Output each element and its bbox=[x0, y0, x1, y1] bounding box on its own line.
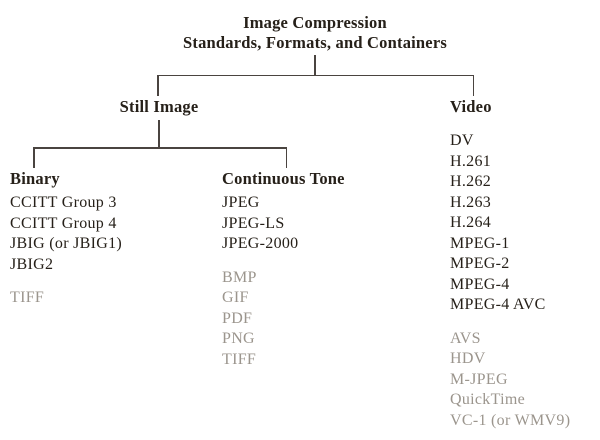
column-header-binary: Binary bbox=[10, 169, 60, 188]
continuous-tone-primary-group: JPEG JPEG-LS JPEG-2000 bbox=[222, 193, 298, 255]
list-item: JPEG-LS bbox=[222, 214, 285, 232]
list-item: QuickTime bbox=[450, 391, 526, 408]
diagram-title-line1: Image Compression bbox=[243, 13, 387, 32]
connector-still-drop-left bbox=[33, 147, 35, 168]
connector-root-drop-left bbox=[157, 74, 159, 96]
list-item: VC-1 (or WMV9) bbox=[450, 411, 571, 429]
list-item: BMP bbox=[222, 268, 257, 286]
continuous-tone-secondary-group: BMP GIF PDF PNG TIFF bbox=[222, 268, 298, 371]
list-item: TIFF bbox=[222, 350, 257, 368]
list-item: GIF bbox=[222, 289, 249, 306]
list-item: PNG bbox=[222, 330, 255, 347]
list-item: JBIG2 bbox=[10, 255, 54, 273]
list-item: M-JPEG bbox=[450, 370, 508, 388]
connector-root-stem bbox=[314, 55, 316, 75]
list-item: H.263 bbox=[450, 193, 492, 211]
binary-primary-group: CCITT Group 3 CCITT Group 4 JBIG (or JBIG1… bbox=[10, 193, 122, 275]
branch-label-video: Video bbox=[450, 97, 492, 116]
list-item: CCITT Group 4 bbox=[10, 214, 117, 232]
list-item: MPEG-1 bbox=[450, 234, 510, 252]
branch-label-still-image: Still Image bbox=[119, 97, 199, 116]
list-item: H.264 bbox=[450, 214, 492, 231]
list-item: TIFF bbox=[10, 289, 45, 306]
connector-still-drop-right bbox=[285, 147, 287, 168]
column-header-continuous-tone: Continuous Tone bbox=[222, 169, 345, 188]
list-item: MPEG-2 bbox=[450, 255, 510, 272]
list-item: DV bbox=[450, 132, 474, 149]
diagram-title-line2: Standards, Formats, and Containers bbox=[183, 32, 447, 52]
list-item: PDF bbox=[222, 309, 253, 327]
connector-still-stem bbox=[158, 120, 160, 148]
list-item: JBIG (or JBIG1) bbox=[10, 235, 123, 252]
list-item: MPEG-4 bbox=[450, 275, 510, 293]
list-item: JPEG bbox=[222, 194, 260, 211]
connector-root-drop-right bbox=[472, 74, 474, 96]
list-item: MPEG-4 AVC bbox=[450, 296, 546, 313]
list-item: HDV bbox=[450, 350, 486, 367]
diagram-title: Image Compression Standards, Formats, an… bbox=[183, 13, 447, 52]
continuous-tone-list: JPEG JPEG-LS JPEG-2000 BMP GIF PDF PNG TIFF bbox=[222, 193, 298, 370]
list-item: CCITT Group 3 bbox=[10, 194, 117, 211]
list-item: H.261 bbox=[450, 152, 492, 170]
connector-still-bar bbox=[33, 147, 287, 149]
list-item: AVS bbox=[450, 329, 481, 347]
binary-secondary-group: TIFF bbox=[10, 288, 122, 309]
binary-list: CCITT Group 3 CCITT Group 4 JBIG (or JBIG1… bbox=[10, 193, 122, 309]
list-item: JPEG-2000 bbox=[222, 235, 299, 252]
list-item: H.262 bbox=[450, 173, 492, 190]
connector-root-bar bbox=[157, 74, 474, 76]
